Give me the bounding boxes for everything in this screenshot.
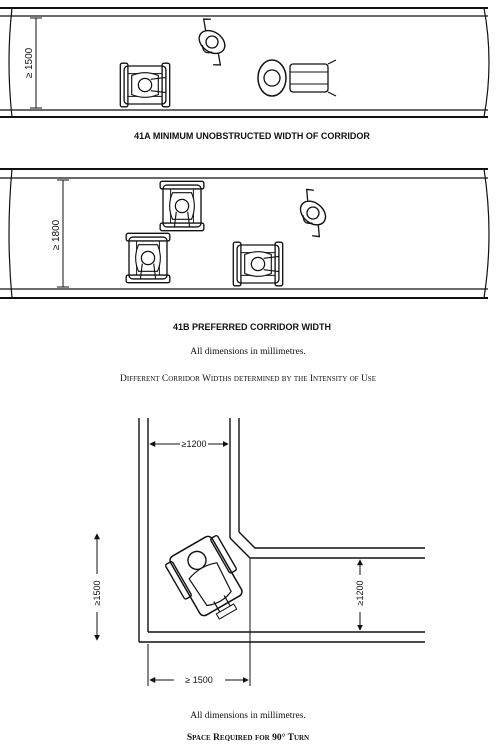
caption-41a: 41A MINIMUM UNOBSTRUCTED WIDTH OF CORRID… xyxy=(134,131,370,141)
caption-41b: 41B PREFERRED CORRIDOR WIDTH xyxy=(173,322,331,332)
wheelchair-user-icon xyxy=(232,241,284,287)
width-dim-41b: ≥ 1800 xyxy=(51,219,62,250)
title-bottom: Space Required for 90° Turn xyxy=(187,732,309,743)
wheelchair-user-icon xyxy=(125,232,171,284)
wheelchair-user-icon xyxy=(165,535,243,620)
pedestrian-with-stroller-icon xyxy=(257,59,337,97)
title-top: Different Corridor Widths determined by … xyxy=(120,374,376,384)
corridor-41b: ≥ 1800 xyxy=(0,168,490,299)
note-bottom: All dimensions in millimetres. xyxy=(190,711,306,721)
turn-diagram xyxy=(94,418,425,686)
corridor-41a: ≥ 1500 xyxy=(0,7,490,118)
dim-top: ≥1200 xyxy=(182,439,207,449)
pedestrian-icon xyxy=(285,185,341,241)
width-dim-41a: ≥ 1500 xyxy=(24,47,35,78)
dim-right: ≥1200 xyxy=(355,581,365,606)
wheelchair-user-icon xyxy=(159,180,205,232)
wheelchair-user-icon xyxy=(119,62,171,108)
dim-bottom: ≥ 1500 xyxy=(185,675,212,685)
pedestrian-icon xyxy=(184,15,240,69)
note-top: All dimensions in millimetres. xyxy=(190,347,306,357)
dim-left: ≥1500 xyxy=(92,581,102,606)
